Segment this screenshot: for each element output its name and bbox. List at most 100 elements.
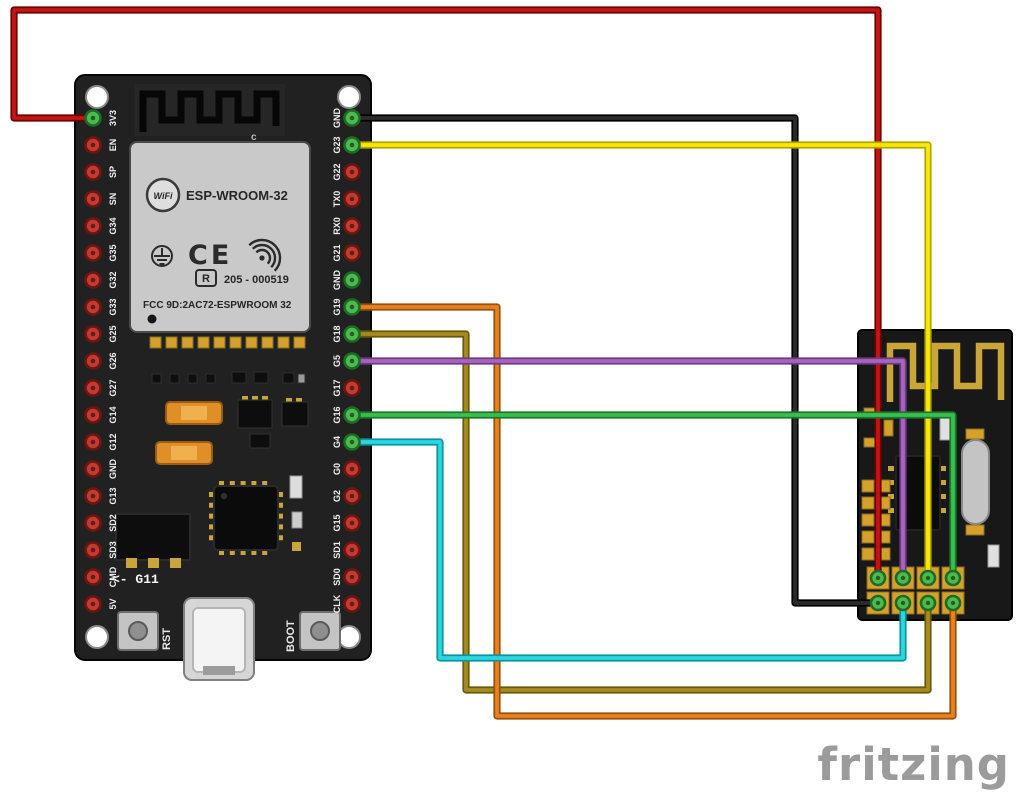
nrf-pin-4[interactable] <box>944 569 962 587</box>
esp32-pin-right-g0[interactable]: G0 <box>332 460 361 478</box>
esp32-pin-right-sd0[interactable]: SD0 <box>332 568 361 586</box>
esp32-pin-left-g34[interactable]: G34 <box>84 217 119 235</box>
esp32-pin-left-cmd[interactable]: CMD <box>84 566 119 587</box>
rst-button[interactable] <box>117 611 159 651</box>
pin-hole <box>925 575 931 581</box>
wire-purple[interactable] <box>348 357 907 580</box>
esp32-pin-left-sd2[interactable]: SD2 <box>84 514 119 532</box>
button-cap[interactable] <box>310 621 330 641</box>
wire-yellow-core[interactable] <box>350 143 930 578</box>
nrf-pin-7[interactable] <box>919 594 937 612</box>
esp32-pin-right-sd1[interactable]: SD1 <box>332 541 361 559</box>
boot-button[interactable] <box>299 611 341 651</box>
pin-hole <box>90 493 96 499</box>
esp32-pin-right-g15[interactable]: G15 <box>332 514 361 532</box>
esp32-pin-left-3v3[interactable]: 3V3 <box>84 109 119 127</box>
nrf-pin-5[interactable] <box>869 594 887 612</box>
esp32-pin-left-sp[interactable]: SP <box>84 163 119 181</box>
pin-label: G5 <box>332 355 342 367</box>
button-cap[interactable] <box>128 621 148 641</box>
esp32-pin-left-gnd[interactable]: GND <box>84 459 119 480</box>
esp32-pin-right-g19[interactable]: G19 <box>332 298 361 316</box>
esp32-pin-right-tx0[interactable]: TX0 <box>332 190 361 208</box>
esp32-pin-right-g4[interactable]: G4 <box>332 433 361 451</box>
pin-hole <box>349 142 355 148</box>
esp32-pin-right-g16[interactable]: G16 <box>332 406 361 424</box>
esp32-pin-right-g23[interactable]: G23 <box>332 136 361 154</box>
pin-label: SD1 <box>332 541 342 559</box>
esp32-pin-left-g27[interactable]: G27 <box>84 379 119 397</box>
nrf-pin-3[interactable] <box>919 569 937 587</box>
esp32-pin-left-g12[interactable]: G12 <box>84 433 119 451</box>
esp32-pin-left-en[interactable]: EN <box>84 136 119 154</box>
regulator-body <box>115 513 191 561</box>
esp32-pin-left-sn[interactable]: SN <box>84 190 119 208</box>
pin-hole <box>90 547 96 553</box>
pin-hole <box>90 601 96 607</box>
wire-purple-core[interactable] <box>350 359 905 578</box>
esp32-pin-left-g25[interactable]: G25 <box>84 325 119 343</box>
esp32-board[interactable]: c WiFi ESP-WROOM-32 CE R 205 - 000519 <box>74 74 372 681</box>
wire-green-core[interactable] <box>350 413 955 578</box>
pin-hole <box>349 250 355 256</box>
esp32-pin-left-g35[interactable]: G35 <box>84 244 119 262</box>
esp32-pin-right-g17[interactable]: G17 <box>332 379 361 397</box>
esp32-pin-left-g14[interactable]: G14 <box>84 406 119 424</box>
capacitor-orange-2 <box>155 441 213 465</box>
wire-cyan[interactable] <box>348 438 907 662</box>
wire-cyan-core[interactable] <box>350 440 905 660</box>
esp32-pin-left-g26[interactable]: G26 <box>84 352 119 370</box>
esp32-pin-left-g13[interactable]: G13 <box>84 487 119 505</box>
esp32-pin-right-g22[interactable]: G22 <box>332 163 361 181</box>
wire-orange[interactable] <box>348 303 957 720</box>
esp32-pin-right-gnd[interactable]: GND <box>332 270 361 291</box>
smd-component <box>231 371 247 384</box>
esp32-pin-right-rx0[interactable]: RX0 <box>332 217 361 235</box>
pin-hole <box>90 196 96 202</box>
smd-component <box>205 373 216 384</box>
esp32-pin-right-clk[interactable]: CLK <box>332 594 361 613</box>
nrf-pin-2[interactable] <box>894 569 912 587</box>
capacitor-body <box>171 446 197 460</box>
esp32-pin-left-5v[interactable]: 5V <box>84 595 119 613</box>
pin-hole <box>90 142 96 148</box>
esp32-pin-right-gnd[interactable]: GND <box>332 108 361 129</box>
solder-pad <box>861 513 875 527</box>
wire-red[interactable] <box>10 6 882 582</box>
solder-pad <box>181 336 194 349</box>
pin-hole <box>90 520 96 526</box>
esp32-pin-right-g2[interactable]: G2 <box>332 487 361 505</box>
solder-pad <box>213 336 226 349</box>
pin-label: SD3 <box>108 541 118 559</box>
wire-orange-core[interactable] <box>350 305 955 718</box>
pin-label: RX0 <box>332 217 342 235</box>
pin-hole <box>875 575 881 581</box>
pin-hole <box>349 304 355 310</box>
crystal-oscillator <box>961 428 990 536</box>
module-model-label: ESP-WROOM-32 <box>186 188 288 203</box>
wire-olive-core[interactable] <box>350 332 930 692</box>
wire-olive[interactable] <box>348 330 932 694</box>
nrf-pin-6[interactable] <box>894 594 912 612</box>
pin-label: G14 <box>108 406 118 423</box>
usb-serial-ic <box>209 481 283 555</box>
wire-yellow[interactable] <box>348 141 932 580</box>
nrf-pin-1[interactable] <box>869 569 887 587</box>
right-edge-components <box>289 475 303 551</box>
esp32-pin-right-g21[interactable]: G21 <box>332 244 361 262</box>
pin-label: G13 <box>108 487 118 504</box>
pcb-antenna-icon <box>139 90 280 132</box>
pin-hole <box>900 600 906 606</box>
solder-pad <box>965 524 985 536</box>
capacitor-orange-1 <box>165 401 223 425</box>
pin-label: G35 <box>108 244 118 261</box>
nrf-pin-8[interactable] <box>944 594 962 612</box>
esp32-pin-right-g5[interactable]: G5 <box>332 352 361 370</box>
esp32-pin-left-sd3[interactable]: SD3 <box>84 541 119 559</box>
esp32-pin-left-g33[interactable]: G33 <box>84 298 119 316</box>
wire-red-core[interactable] <box>12 8 880 580</box>
shield-pad-row <box>149 336 306 349</box>
wire-green[interactable] <box>348 411 957 580</box>
esp32-pin-left-g32[interactable]: G32 <box>84 271 119 289</box>
esp32-pin-right-g18[interactable]: G18 <box>332 325 361 343</box>
